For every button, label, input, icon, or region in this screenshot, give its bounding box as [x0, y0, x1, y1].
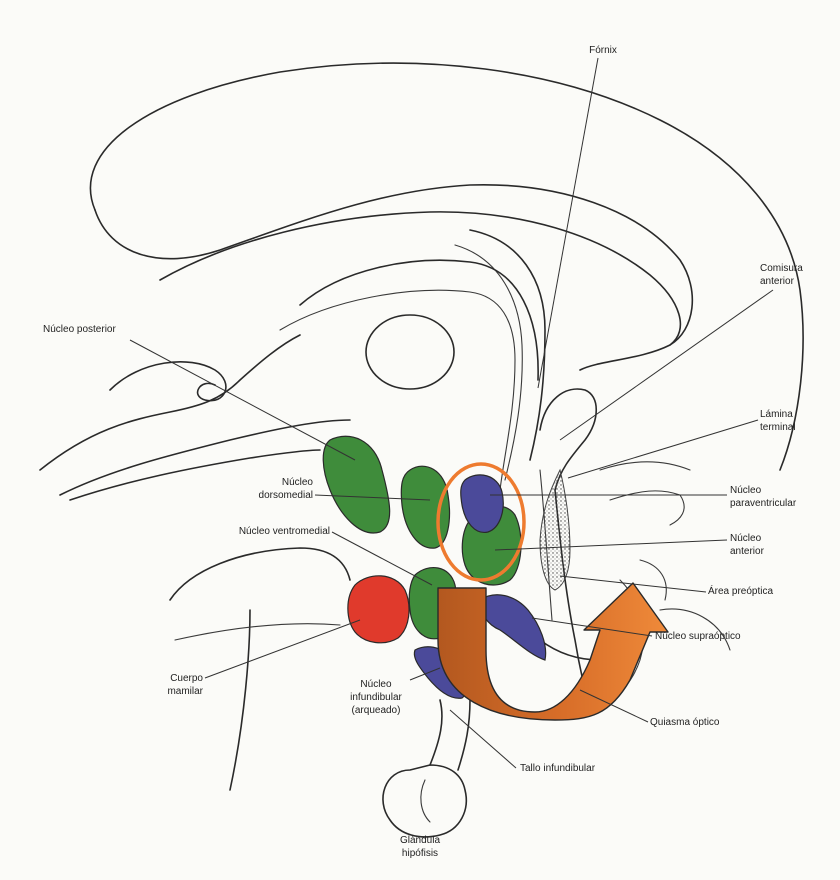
label-nucleo-paraventricular: Núcleo paraventricular	[730, 484, 835, 510]
fornix-inner	[455, 245, 522, 480]
leader-fornix	[538, 58, 598, 388]
label-nucleo-dorsomedial: Núcleo dorsomedial	[235, 476, 313, 502]
pituitary-lobe	[421, 780, 430, 822]
thalamus-edge	[280, 290, 515, 490]
nucleo-dorsomedial-shape	[401, 466, 449, 548]
interthalamic-adhesion	[366, 315, 454, 389]
mamillary-contour	[175, 624, 340, 640]
label-nucleo-posterior: Núcleo posterior	[43, 323, 163, 336]
label-nucleo-anterior: Núcleo anterior	[730, 532, 800, 558]
brainstem-contour	[170, 548, 350, 600]
nucleo-posterior-shape	[323, 436, 389, 533]
anterior-commissure-outline	[540, 389, 596, 490]
label-nucleo-supraoptico: Núcleo supraóptico	[655, 630, 785, 643]
leader-posterior	[130, 340, 355, 460]
anterior-contour-1	[600, 462, 690, 470]
nucleo-supraoptico-shape	[480, 595, 546, 660]
third-ventricle-wall	[300, 260, 538, 380]
label-tallo-infundibular: Tallo infundibular	[520, 762, 650, 775]
label-glandula-hipofisis: Glándula hipófisis	[380, 834, 460, 860]
u-turn-arrow	[438, 583, 668, 720]
brainstem-lower	[230, 610, 250, 790]
leader-lamina	[568, 420, 758, 478]
corpus-callosum-outer	[90, 63, 803, 470]
label-fornix: Fórnix	[578, 44, 628, 57]
posterior-contour-loop	[110, 362, 226, 401]
posterior-contour-upper	[40, 335, 300, 470]
anterior-contour-5	[640, 560, 666, 600]
label-area-preoptica: Área preóptica	[708, 585, 818, 598]
label-comisura-anterior: Comisura anterior	[760, 262, 830, 288]
pituitary-gland	[383, 765, 466, 837]
leader-tallo	[450, 710, 516, 768]
area-preoptica-shape	[540, 470, 570, 590]
label-quiasma-optico: Quiasma óptico	[650, 716, 770, 729]
label-nucleo-ventromedial: Núcleo ventromedial	[185, 525, 330, 538]
label-cuerpo-mamilar: Cuerpo mamilar	[135, 672, 203, 698]
anterior-contour-2	[610, 491, 684, 525]
cuerpo-mamilar-shape	[348, 576, 409, 643]
label-lamina-terminal: Lámina terminal	[760, 408, 820, 434]
leader-anterior	[495, 540, 727, 550]
leader-mamilar	[205, 620, 360, 678]
label-nucleo-infundibular: Núcleo infundibular (arqueado)	[335, 678, 417, 717]
